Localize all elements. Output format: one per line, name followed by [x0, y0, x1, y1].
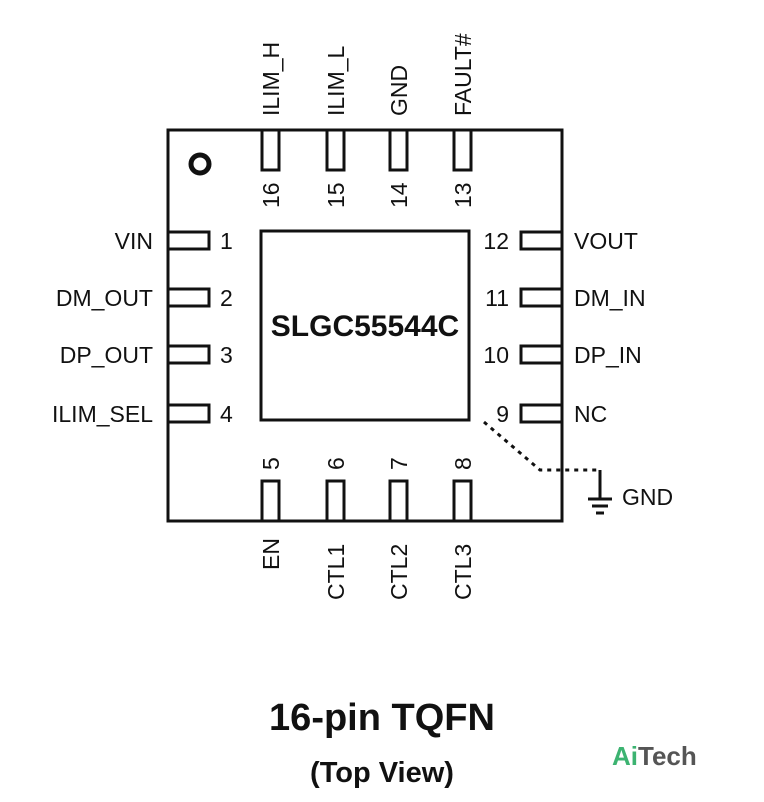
pin-number-7: 7 — [386, 457, 412, 470]
pad-6 — [325, 479, 346, 523]
pad-12 — [519, 230, 564, 251]
diagram-title: 16-pin TQFN — [269, 697, 495, 739]
pin-number-5: 5 — [258, 457, 284, 470]
pin-name-9: NC — [574, 401, 607, 427]
pin-number-3: 3 — [220, 342, 233, 368]
pin-name-6: CTL1 — [323, 544, 349, 600]
pad-8 — [452, 479, 473, 523]
pin-number-10: 10 — [483, 342, 509, 368]
pin-name-8: CTL3 — [450, 544, 476, 600]
pin-name-7: CTL2 — [386, 544, 412, 600]
pin-number-9: 9 — [496, 401, 509, 427]
pad-15 — [325, 128, 346, 172]
watermark-logo: AiTech — [612, 741, 697, 771]
pad-16 — [260, 128, 281, 172]
watermark-part1: Ai — [612, 741, 638, 771]
pin-name-1: VIN — [115, 228, 153, 254]
pad-4 — [166, 403, 211, 424]
pin-number-4: 4 — [220, 401, 233, 427]
pad-2 — [166, 287, 211, 308]
pin-name-4: ILIM_SEL — [52, 401, 153, 427]
pin-name-11: DM_IN — [574, 285, 646, 311]
pin-number-12: 12 — [483, 228, 509, 254]
ground-connection-line — [483, 420, 600, 472]
pin-name-10: DP_IN — [574, 342, 642, 368]
pin-name-16: ILIM_H — [258, 42, 284, 116]
pad-11 — [519, 287, 564, 308]
diagram-subtitle: (Top View) — [310, 757, 454, 789]
pin-number-16: 16 — [258, 182, 284, 208]
pin-number-6: 6 — [323, 457, 349, 470]
pin-number-14: 14 — [386, 182, 412, 208]
pin-name-15: ILIM_L — [323, 45, 349, 116]
ground-icon — [588, 470, 612, 515]
pin-number-13: 13 — [450, 182, 476, 208]
pad-14 — [388, 128, 409, 172]
pad-10 — [519, 344, 564, 365]
chip-name: SLGC55544C — [271, 310, 459, 343]
pad-7 — [388, 479, 409, 523]
pin-name-14: GND — [386, 65, 412, 116]
pin-number-15: 15 — [323, 182, 349, 208]
pin-number-11: 11 — [485, 285, 509, 311]
pin1-marker-icon — [188, 152, 212, 176]
pin-number-2: 2 — [220, 285, 233, 311]
pad-5 — [260, 479, 281, 523]
pad-9 — [519, 403, 564, 424]
exposed-pad — [259, 229, 471, 422]
pin-name-3: DP_OUT — [60, 342, 153, 368]
pin-name-2: DM_OUT — [56, 285, 153, 311]
pin-name-12: VOUT — [574, 228, 638, 254]
pad-13 — [452, 128, 473, 172]
package-outline — [166, 128, 564, 523]
watermark-part2: Tech — [638, 741, 697, 771]
ground-label: GND — [622, 484, 673, 510]
pin-number-1: 1 — [220, 228, 233, 254]
pad-3 — [166, 344, 211, 365]
pin-name-5: EN — [258, 538, 284, 570]
pin-name-13: FAULT# — [450, 33, 476, 116]
pin-number-8: 8 — [450, 457, 476, 470]
pad-1 — [166, 230, 211, 251]
